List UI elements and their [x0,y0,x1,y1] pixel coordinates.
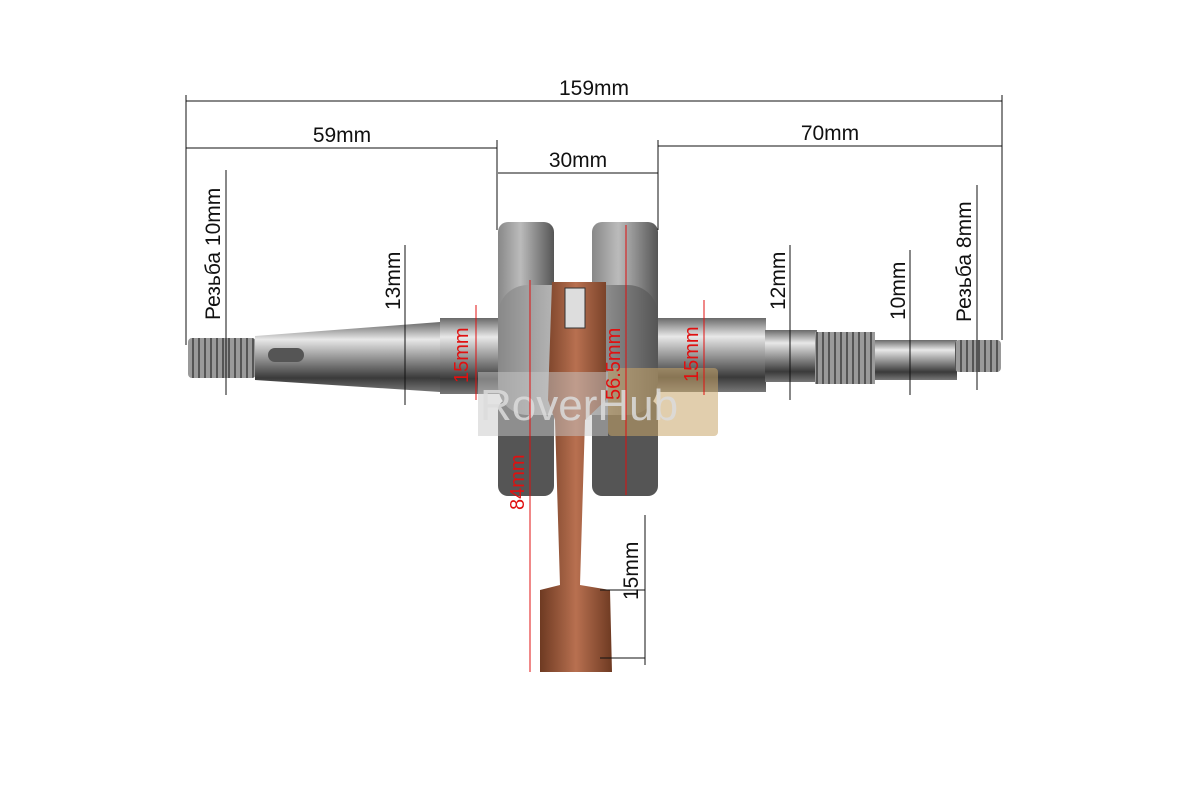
web-diameter-label: 56.5mm [603,328,625,400]
right-shaft [765,330,817,382]
crank-width-label: 30mm [549,149,607,172]
needle-bearing [564,287,586,329]
rod-length-label: 84mm [507,454,529,510]
right-shaft-diameter-label: 12mm [767,252,790,310]
right-thread-shaft-diameter-label: 10mm [887,262,910,320]
left-thread-label: Резьба 10mm [202,188,225,320]
left-thread [188,338,256,378]
total-length-label: 159mm [559,77,629,100]
right-bearing-diameter-label: 15mm [681,326,703,382]
left-shaft-length-label: 59mm [313,124,371,147]
right-thread-shaft [875,340,957,380]
crankshaft [188,222,1001,672]
red-dimension-lines [475,225,705,672]
left-taper-shaft [255,322,440,392]
right-thread [955,340,1001,372]
right-shaft-length-label: 70mm [801,122,859,145]
left-bearing-diameter-label: 15mm [451,327,473,383]
dimension-lines [185,95,1003,665]
small-end-diameter-label: 15mm [620,542,643,600]
right-middle-thread [815,332,875,384]
watermark-text: RoverHub [480,381,678,430]
left-shaft-diameter-label: 13mm [382,252,405,310]
left-keyway [268,348,304,362]
right-thread-label: Резьба 8mm [953,201,976,322]
watermark: RoverHub [478,368,718,436]
